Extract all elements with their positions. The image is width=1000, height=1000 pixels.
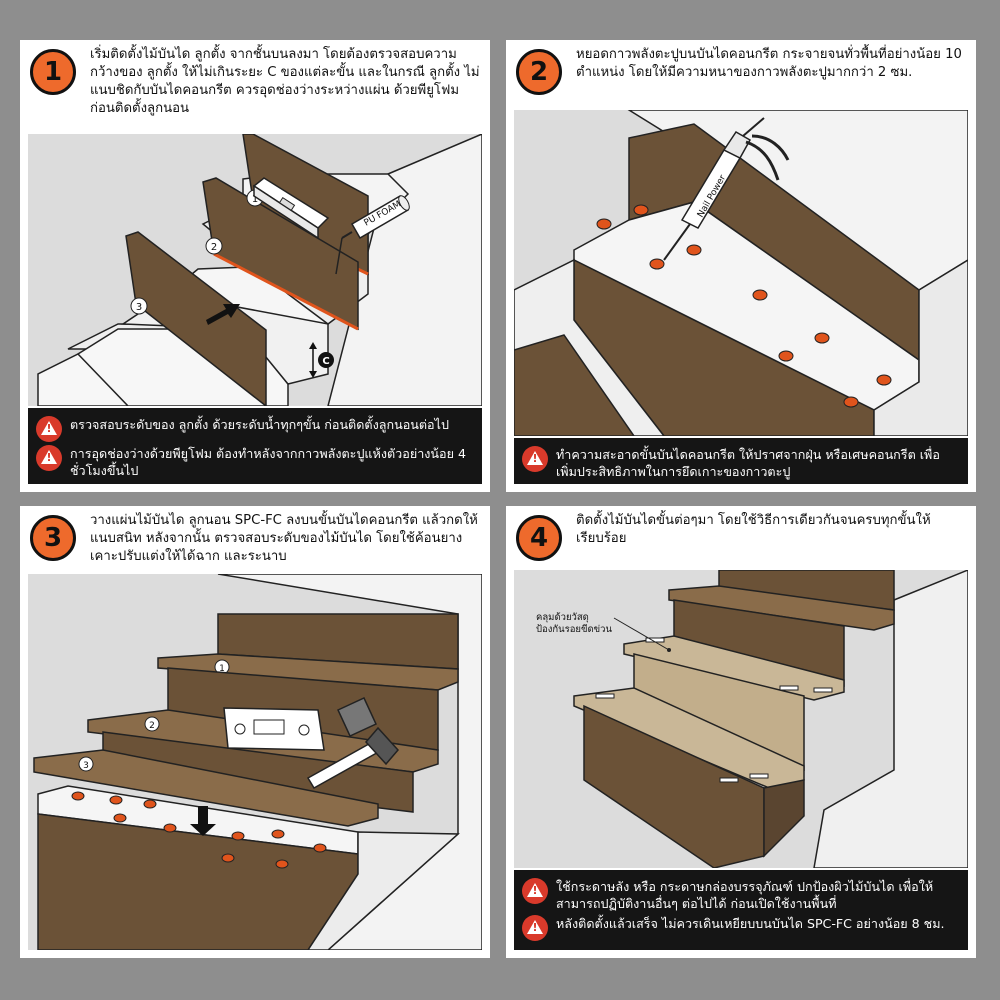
glue-dots xyxy=(71,791,327,869)
warning-icon xyxy=(522,878,548,904)
step-1-warning-1: ตรวจสอบระดับของ ลูกตั้ง ด้วยระดับน้ำทุกๆ… xyxy=(36,416,474,442)
step-2-number-badge: 2 xyxy=(516,49,562,95)
protective-cover-callout: คลุมด้วยวัสดุ ป้องกันรอยขีดข่วน xyxy=(536,612,612,635)
step-1-warning-bar: ตรวจสอบระดับของ ลูกตั้ง ด้วยระดับน้ำทุกๆ… xyxy=(28,408,482,484)
step-2-panel: 2 หยอดกาวพลังตะปูบนบันไดคอนกรีต กระจายจน… xyxy=(506,40,976,492)
warning-icon xyxy=(522,915,548,941)
step-3-illustration: 1 2 3 xyxy=(28,574,482,950)
step-1-illustration: 1 2 3 PU FOAM xyxy=(28,134,482,406)
step-4-warning-bar: ใช้กระดาษลัง หรือ กระดาษกล่องบรรจุภัณฑ์ … xyxy=(514,870,968,950)
tread-marker-1: 1 xyxy=(219,664,225,674)
step-1-panel: 1 เริ่มติดตั้งไม้บันได ลูกตั้ง จากชั้นบน… xyxy=(20,40,490,492)
step-2-illustration: Nail Power xyxy=(514,110,968,436)
step-2-instruction: หยอดกาวพลังตะปูบนบันไดคอนกรีต กระจายจนทั… xyxy=(576,47,962,80)
warning-text: ใช้กระดาษลัง หรือ กระดาษกล่องบรรจุภัณฑ์ … xyxy=(556,879,934,911)
step-4-number-badge: 4 xyxy=(516,515,562,561)
step-3-number-badge: 3 xyxy=(30,515,76,561)
level-tool-icon xyxy=(252,177,330,240)
step-1-instruction: เริ่มติดตั้งไม้บันได ลูกตั้ง จากชั้นบนลง… xyxy=(90,47,480,116)
step-2-warning-1: ทำความสะอาดขั้นบันไดคอนกรีต ให้ปราศจากฝุ… xyxy=(522,446,960,480)
step-4-warning-2: หลังติดตั้งแล้วเสร็จ ไม่ควรเดินเหยียบบนบ… xyxy=(522,915,960,941)
tread-marker-3: 3 xyxy=(83,761,89,771)
riser-marker-2: 2 xyxy=(211,242,217,253)
glue-dots xyxy=(596,204,892,408)
step-4-panel: 4 ติดตั้งไม้บันไดขั้นต่อๆมา โดยใช้วิธีกา… xyxy=(506,506,976,958)
warning-text: หลังติดตั้งแล้วเสร็จ ไม่ควรเดินเหยียบบนบ… xyxy=(556,916,945,931)
step-1-number-badge: 1 xyxy=(30,49,76,95)
riser-marker-1: 1 xyxy=(252,194,258,205)
level-tool-icon xyxy=(223,707,325,751)
tread-marker-2: 2 xyxy=(149,721,155,731)
arrow-icon xyxy=(190,806,216,836)
step-4-illustration: คลุมด้วยวัสดุ ป้องกันรอยขีดข่วน xyxy=(514,570,968,868)
step-3-panel: 3 วางแผ่นไม้บันได ลูกนอน SPC-FC ลงบนขั้น… xyxy=(20,506,490,958)
dimension-c-label: C xyxy=(322,356,329,367)
warning-icon xyxy=(36,416,62,442)
step-3-instruction: วางแผ่นไม้บันได ลูกนอน SPC-FC ลงบนขั้นบั… xyxy=(90,513,478,564)
warning-icon xyxy=(36,445,62,471)
warning-text: การอุดช่องว่างด้วยพียูโฟม ต้องทำหลังจากก… xyxy=(70,446,466,478)
step-4-instruction: ติดตั้งไม้บันไดขั้นต่อๆมา โดยใช้วิธีการเ… xyxy=(576,513,931,546)
step-4-warning-1: ใช้กระดาษลัง หรือ กระดาษกล่องบรรจุภัณฑ์ … xyxy=(522,878,960,912)
warning-text: ตรวจสอบระดับของ ลูกตั้ง ด้วยระดับน้ำทุกๆ… xyxy=(70,417,449,432)
step-1-warning-2: การอุดช่องว่างด้วยพียูโฟม ต้องทำหลังจากก… xyxy=(36,445,474,479)
warning-icon xyxy=(522,446,548,472)
warning-text: ทำความสะอาดขั้นบันไดคอนกรีต ให้ปราศจากฝุ… xyxy=(556,447,940,479)
arrow-icon xyxy=(206,304,240,325)
riser-marker-3: 3 xyxy=(136,302,142,313)
step-2-warning-bar: ทำความสะอาดขั้นบันไดคอนกรีต ให้ปราศจากฝุ… xyxy=(514,438,968,484)
rubber-mallet-icon xyxy=(306,697,400,790)
